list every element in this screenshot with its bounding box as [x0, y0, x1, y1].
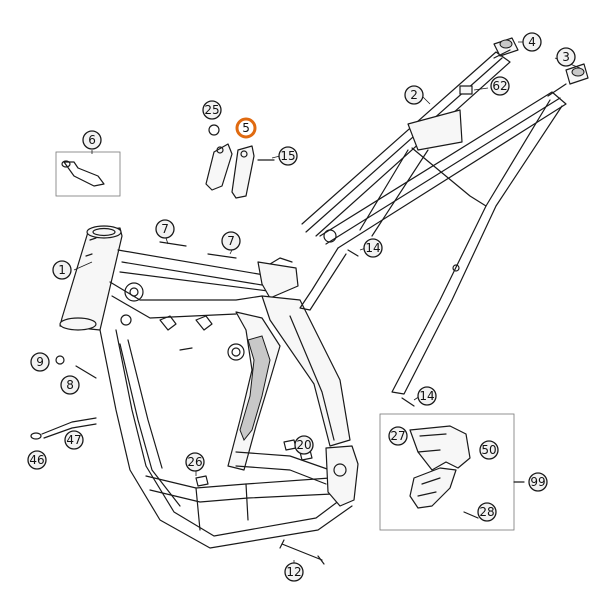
svg-text:7: 7	[161, 222, 169, 236]
callout-5: 5	[235, 117, 257, 139]
callout-3: 3	[556, 47, 576, 67]
small-parts-left	[30, 241, 237, 440]
callout-4: 4	[522, 32, 542, 52]
main-frame	[59, 225, 359, 565]
svg-text:5: 5	[242, 121, 250, 135]
part-6-assembly	[55, 151, 121, 197]
svg-text:50: 50	[481, 443, 496, 457]
svg-text:14: 14	[365, 241, 380, 255]
callout-26: 26	[185, 452, 205, 472]
callout-27: 27	[388, 426, 408, 446]
svg-text:3: 3	[562, 50, 570, 64]
svg-text:25: 25	[204, 103, 219, 117]
svg-text:15: 15	[280, 149, 295, 163]
callout-14b: 14	[417, 386, 437, 406]
callout-7a: 7	[155, 219, 175, 239]
svg-text:8: 8	[66, 378, 74, 392]
callout-7b: 7	[221, 231, 241, 251]
svg-text:99: 99	[530, 475, 545, 489]
svg-text:9: 9	[36, 355, 44, 369]
side-stand-group	[379, 413, 525, 531]
callout-20: 20	[294, 435, 314, 455]
callout-47: 47	[64, 430, 84, 450]
svg-text:28: 28	[479, 505, 494, 519]
svg-text:27: 27	[390, 429, 405, 443]
subframe	[299, 37, 589, 407]
callout-62: 62	[490, 76, 510, 96]
callout-12: 12	[284, 562, 304, 582]
callout-6: 6	[82, 130, 102, 150]
svg-text:62: 62	[492, 79, 507, 93]
svg-text:14: 14	[419, 389, 434, 403]
svg-text:47: 47	[66, 433, 81, 447]
callout-99: 99	[528, 472, 548, 492]
leader-lines	[73, 41, 581, 564]
bracket-parts	[205, 124, 275, 199]
svg-text:26: 26	[187, 455, 202, 469]
callout-2: 2	[404, 85, 424, 105]
svg-text:12: 12	[286, 565, 301, 579]
svg-text:4: 4	[528, 35, 536, 49]
callout-46: 46	[27, 450, 47, 470]
svg-text:20: 20	[296, 438, 311, 452]
svg-text:1: 1	[58, 263, 66, 277]
svg-text:46: 46	[29, 453, 44, 467]
callout-14a: 14	[363, 238, 383, 258]
callout-1: 1	[52, 260, 72, 280]
callout-50: 50	[479, 440, 499, 460]
callout-28: 28	[477, 502, 497, 522]
svg-text:7: 7	[227, 234, 235, 248]
callout-15: 15	[278, 146, 298, 166]
callout-25: 25	[202, 100, 222, 120]
svg-text:6: 6	[88, 133, 96, 147]
callout-9: 9	[30, 352, 50, 372]
svg-text:2: 2	[410, 88, 418, 102]
callout-8: 8	[60, 375, 80, 395]
